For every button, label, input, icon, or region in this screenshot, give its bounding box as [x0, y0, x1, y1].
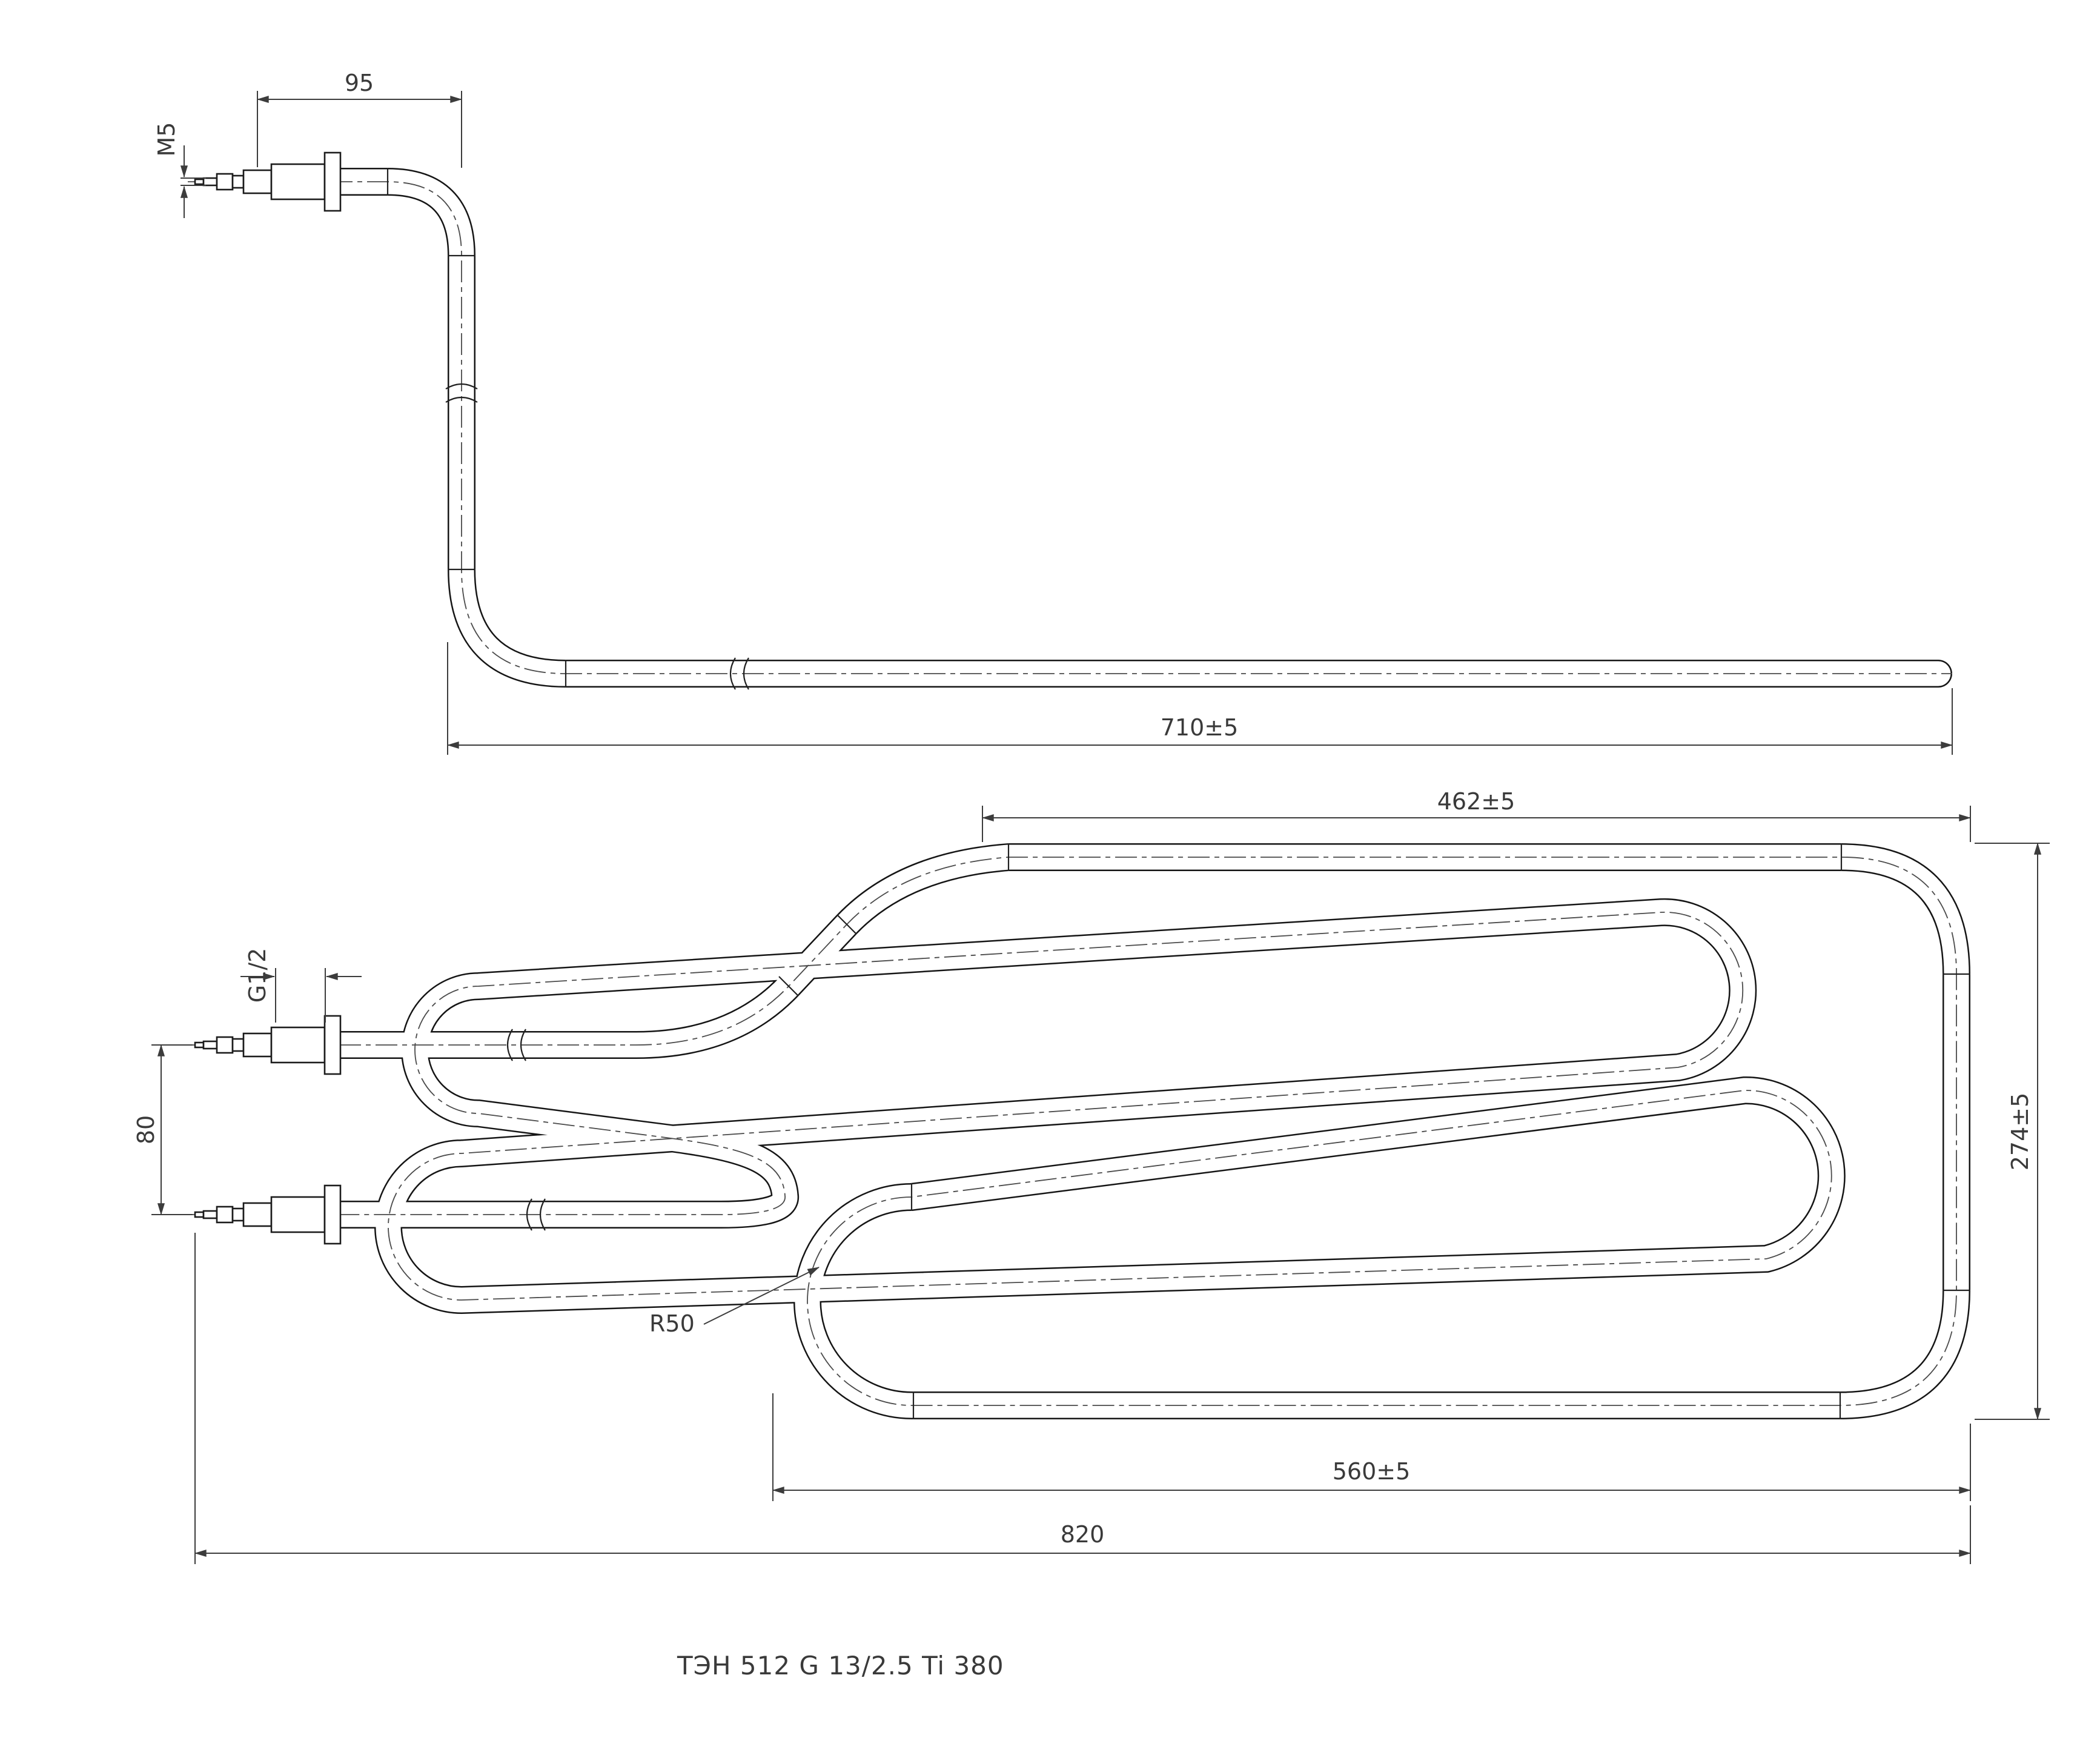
dim-820: 820	[194, 1233, 1972, 1564]
dim-274: 274±5	[1975, 842, 2050, 1421]
dim-274-label: 274±5	[2007, 1093, 2033, 1171]
dim-820-label: 820	[1061, 1521, 1105, 1548]
callout-r50: R50	[649, 1267, 820, 1337]
dim-710: 710±5	[446, 642, 1953, 755]
dim-m5-label: M5	[153, 122, 180, 157]
dim-462-label: 462±5	[1437, 788, 1515, 815]
side-view-tube-fill	[318, 169, 1951, 686]
side-view-tube-outline	[317, 168, 1952, 688]
terminal-side	[194, 151, 342, 212]
dim-80: 80	[133, 1044, 193, 1216]
tangent-tick	[836, 914, 857, 935]
dim-560: 560±5	[772, 1393, 1972, 1501]
dim-95-label: 95	[345, 70, 374, 96]
plan-view: 462±5 274±5 560±5 820 80	[133, 788, 2050, 1564]
dim-95: 95	[256, 70, 463, 168]
dim-560-label: 560±5	[1333, 1458, 1411, 1485]
callout-r50-label: R50	[649, 1310, 695, 1337]
dim-g12: G1/2	[240, 948, 362, 1023]
tangent-tick	[778, 976, 799, 997]
break-mark-vertical	[445, 383, 478, 403]
dim-80-label: 80	[133, 1115, 159, 1144]
terminal-lower	[194, 1184, 342, 1245]
break-mark-upper-stub	[506, 1029, 526, 1061]
dim-710-label: 710±5	[1161, 714, 1239, 741]
terminal-upper	[194, 1015, 342, 1075]
dim-462: 462±5	[981, 788, 1972, 842]
drawing-title: ТЭН 512 G 13/2.5 Ti 380	[677, 1651, 1004, 1680]
side-view: 95 M5 710±5	[153, 70, 1953, 755]
plan-view-tube-fill	[339, 844, 1969, 1418]
dim-g12-label: G1/2	[244, 948, 271, 1003]
break-mark-lower-stub	[526, 1198, 546, 1231]
dim-m5: M5	[153, 122, 206, 218]
break-mark-horizontal	[729, 657, 749, 690]
